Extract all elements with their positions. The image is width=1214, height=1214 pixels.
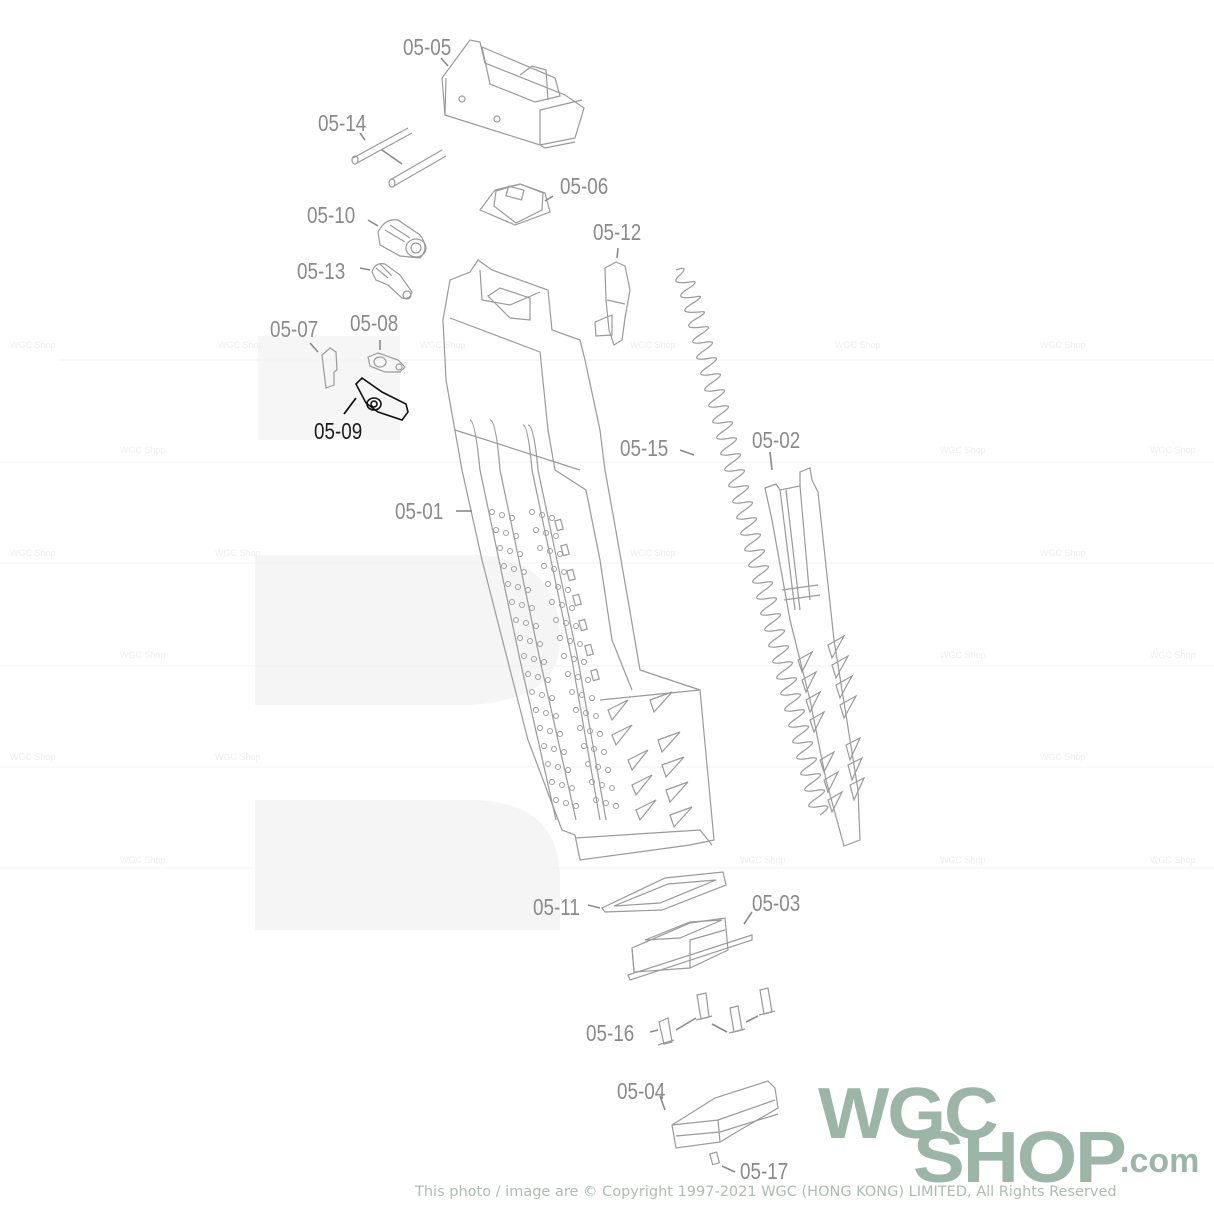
part-label-05-09: 05-09: [314, 418, 363, 444]
watermark-logo: WGC Shop: [215, 752, 261, 762]
part-05-04-drawing: [671, 1080, 779, 1149]
watermark-logo: WGC Shop: [218, 340, 264, 350]
watermark-logo: WGC Shop: [1150, 855, 1196, 865]
watermark-logo: WGC Shop: [1150, 650, 1196, 660]
part-05-06-drawing: [479, 183, 551, 226]
watermark-logo: WGC Shop: [1150, 445, 1196, 455]
watermark-logo: WGC Shop: [940, 855, 986, 865]
part-05-15-drawing: [675, 267, 829, 816]
part-label-05-14: 05-14: [318, 110, 367, 136]
part-label-05-01: 05-01: [395, 498, 444, 524]
part-label-05-07: 05-07: [270, 316, 319, 342]
part-05-02-drawing: [764, 467, 866, 847]
part-label-05-15: 05-15: [620, 435, 669, 461]
part-label-05-12: 05-12: [593, 219, 642, 245]
watermark-logo: WGC Shop: [10, 752, 56, 762]
watermark-logo: WGC Shop: [120, 855, 166, 865]
part-05-13-drawing: [371, 263, 413, 300]
watermark-logo: WGC Shop: [10, 548, 56, 558]
watermark-logo: WGC Shop: [1040, 340, 1086, 350]
logo-shop-text: SHOP: [913, 1118, 1127, 1198]
part-05-05-drawing: [441, 39, 585, 149]
part-05-09-drawing: [343, 376, 409, 421]
part-label-05-03: 05-03: [752, 890, 801, 916]
part-05-16-drawing: [657, 987, 776, 1046]
part-05-07-drawing: [321, 347, 338, 389]
watermark-logo: WGC Shop: [835, 340, 881, 350]
part-05-08-drawing: [367, 352, 406, 373]
part-05-10-drawing: [377, 219, 427, 259]
part-05-12-drawing: [594, 261, 631, 346]
part-label-05-05: 05-05: [403, 34, 452, 60]
watermark-logo: WGC Shop: [1040, 548, 1086, 558]
part-label-05-16: 05-16: [586, 1020, 635, 1046]
watermark-logo: WGC Shop: [120, 445, 166, 455]
part-05-17-drawing: [709, 1151, 721, 1166]
part-label-05-17: 05-17: [740, 1158, 789, 1184]
part-label-05-13: 05-13: [297, 258, 346, 284]
part-05-11-drawing: [601, 871, 727, 913]
logo-com-text: .com: [1120, 1142, 1200, 1180]
leader-lines: [309, 57, 773, 1173]
part-05-01-drawing: [442, 259, 715, 861]
part-label-05-04: 05-04: [617, 1078, 666, 1104]
part-label-05-06: 05-06: [560, 173, 609, 199]
watermark-logo: WGC Shop: [215, 548, 261, 558]
watermark-logo: WGC Shop: [630, 340, 676, 350]
part-label-05-10: 05-10: [307, 202, 356, 228]
watermark-logo: WGC Shop: [1040, 752, 1086, 762]
watermark-logo: WGC Shop: [940, 445, 986, 455]
copyright-notice: This photo / image are © Copyright 1997-…: [415, 1184, 1117, 1200]
part-label-05-02: 05-02: [752, 427, 801, 453]
wgc-shop-logo: WGC SHOP .com: [808, 1074, 1208, 1194]
part-label-05-11: 05-11: [533, 894, 580, 920]
logo-wgc-text: WGC: [818, 1074, 999, 1154]
part-label-05-08: 05-08: [350, 310, 399, 336]
watermark-logo: WGC Shop: [10, 340, 56, 350]
part-05-14-drawing: [351, 127, 447, 188]
watermark-logo: WGC Shop: [940, 650, 986, 660]
watermark-logo: WGC Shop: [740, 855, 786, 865]
watermark-logo: WGC Shop: [120, 650, 166, 660]
part-05-03-drawing: [627, 917, 753, 981]
watermark-logo: WGC Shop: [630, 548, 676, 558]
watermark-logo: WGC Shop: [420, 340, 466, 350]
